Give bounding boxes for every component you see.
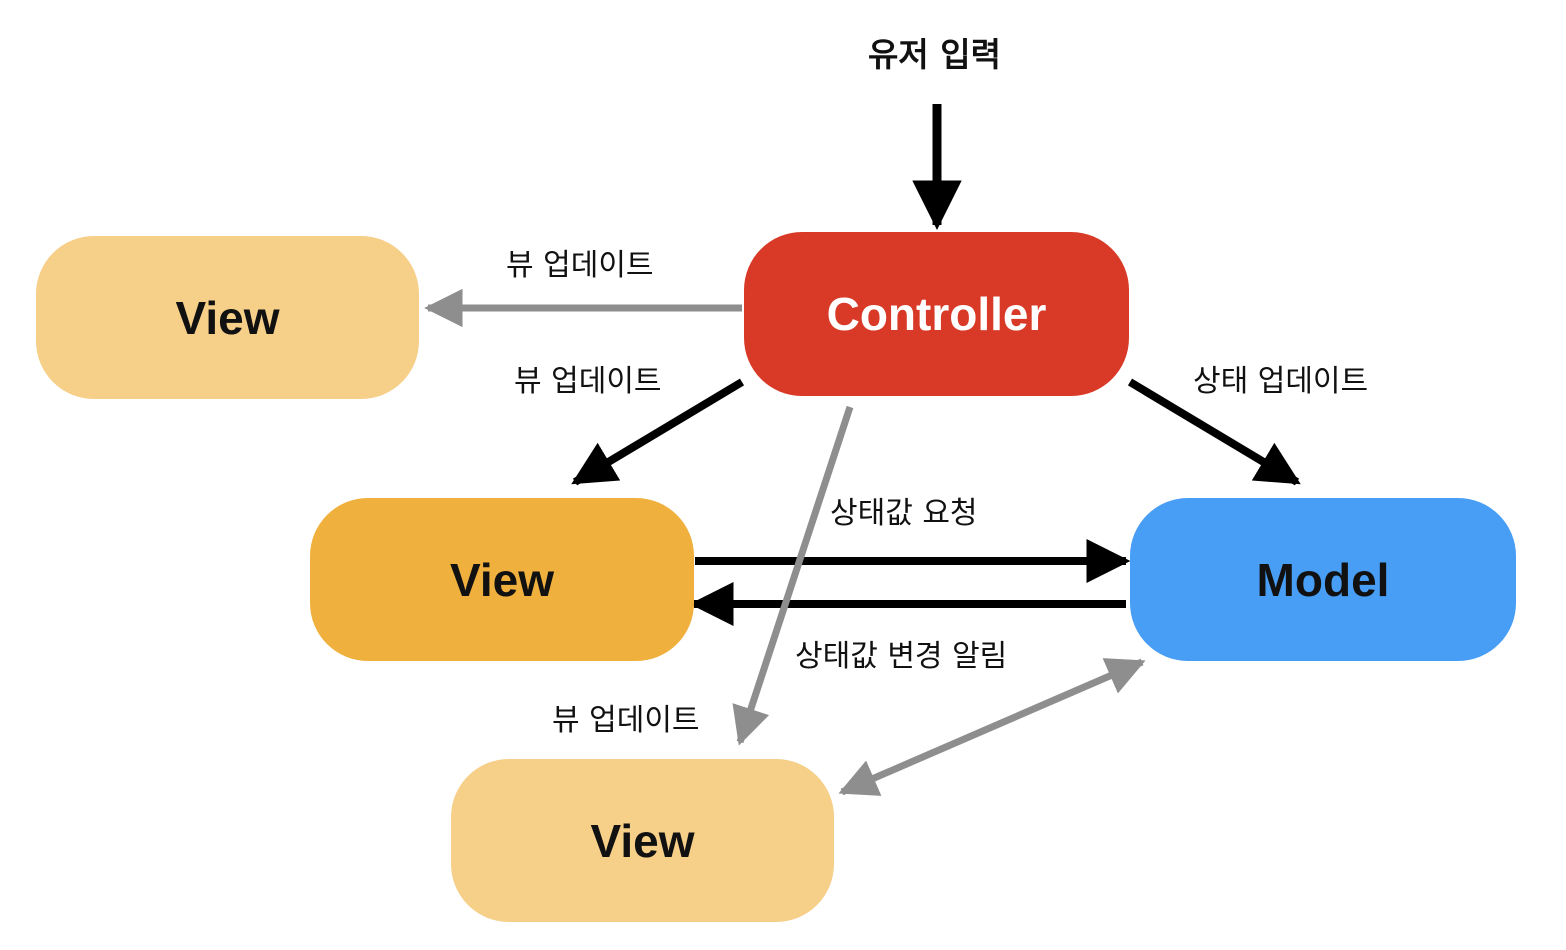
- model-label: Model: [1256, 553, 1390, 606]
- arrow-model-view-bottom: [838, 658, 1146, 796]
- user-input-title: 유저 입력: [868, 35, 1001, 74]
- edge-label-controller-view-top: 뷰 업데이트: [506, 248, 654, 283]
- arrow-controller-to-model: [1127, 378, 1301, 486]
- edge-label-model-view: 상태값 변경 알림: [795, 639, 1008, 674]
- view-middle-label: View: [450, 553, 554, 606]
- edge-label-controller-view-bottom: 뷰 업데이트: [552, 703, 700, 738]
- view-bottom-label: View: [590, 814, 695, 867]
- controller-node: Controller: [744, 232, 1129, 396]
- controller-label: Controller: [826, 288, 1047, 340]
- edge-label-controller-view-middle: 뷰 업데이트: [514, 364, 662, 399]
- arrow-controller-to-view-bottom: [732, 405, 854, 746]
- view-bottom-node: View: [451, 759, 834, 922]
- view-top-node: View: [36, 236, 419, 399]
- edge-label-controller-model: 상태 업데이트: [1193, 364, 1369, 399]
- view-top-label: View: [175, 291, 280, 344]
- model-node: Model: [1130, 498, 1516, 661]
- edge-label-view-model: 상태값 요청: [830, 496, 978, 531]
- view-middle-node: View: [310, 498, 694, 661]
- arrow-controller-to-view-middle: [571, 378, 745, 486]
